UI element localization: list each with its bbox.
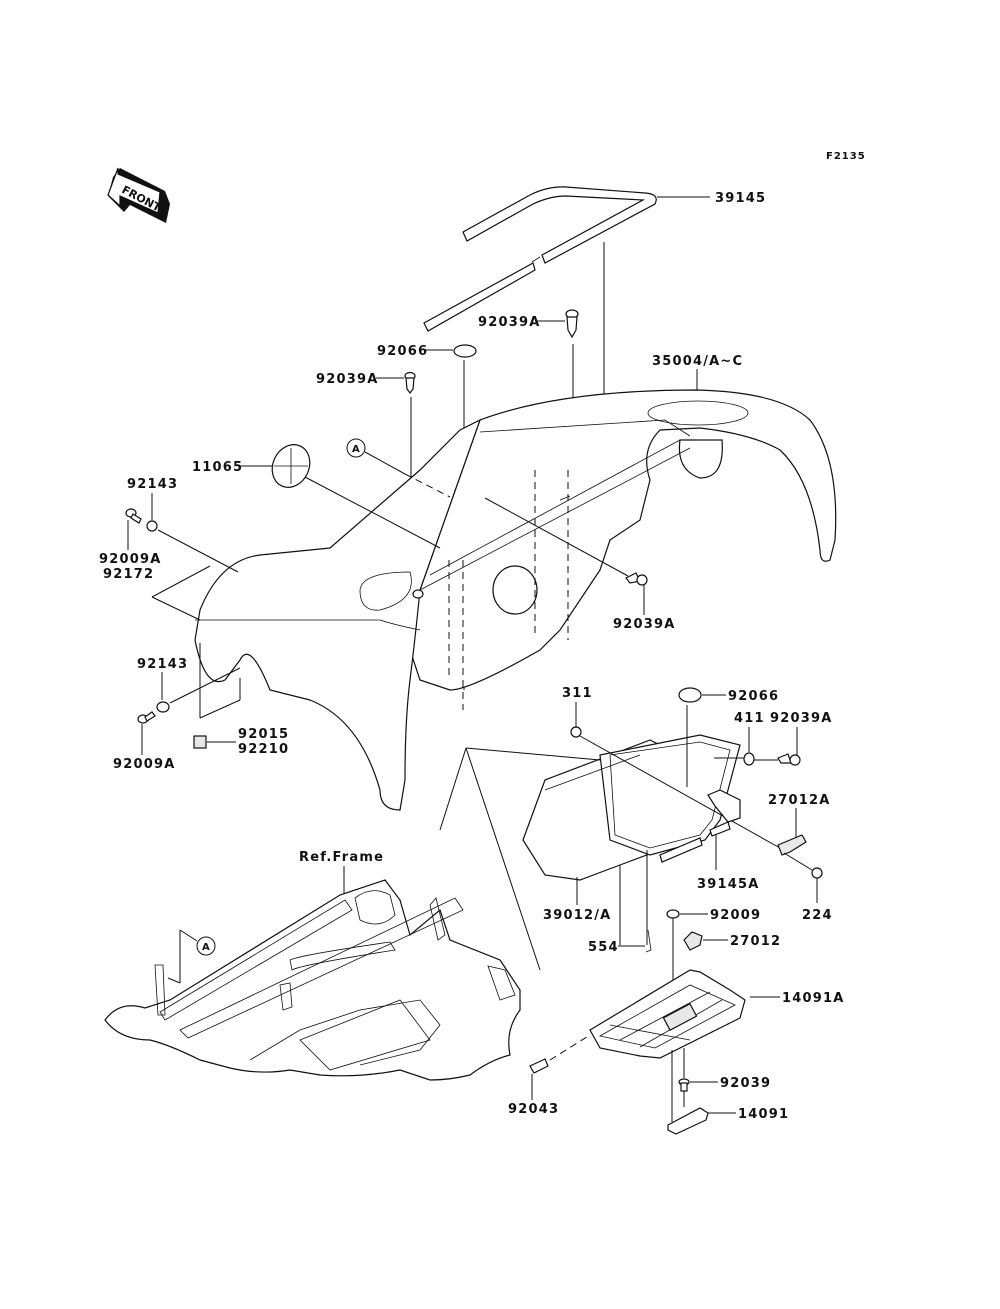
part-92066-plug-right	[678, 687, 702, 703]
part-411-grommet	[743, 752, 755, 766]
part-92143-washer-top	[146, 520, 158, 532]
part-14091A-lid	[589, 969, 746, 1059]
part-92009A-bolt-top	[125, 508, 142, 524]
reference-marker-a-bottom-label: A	[202, 942, 211, 953]
part-27012A-latch	[777, 834, 807, 856]
ref-frame-label: Ref.Frame	[299, 850, 384, 865]
label-92043: 92043	[508, 1102, 559, 1117]
label-92143-top: 92143	[127, 477, 178, 492]
part-front-fender-left	[194, 418, 482, 811]
part-92039-rivet	[678, 1078, 690, 1107]
label-311: 311	[562, 686, 593, 701]
label-92143-bottom: 92143	[137, 657, 188, 672]
part-39145A-seal	[659, 789, 741, 863]
label-14091A: 14091A	[782, 991, 845, 1006]
label-27012: 27012	[730, 934, 781, 949]
label-411: 411	[734, 711, 765, 726]
label-92039A-top: 92039A	[478, 315, 541, 330]
part-92039A-clip-mid	[625, 572, 648, 586]
part-35004-rear-fender	[409, 389, 837, 691]
reference-marker-a-top-label: A	[352, 444, 361, 455]
label-27012A: 27012A	[768, 793, 831, 808]
label-92210: 92210	[238, 742, 289, 757]
part-11065-grommet	[271, 444, 311, 488]
part-92039A-clip-left	[404, 371, 416, 394]
part-554-cotter-pin	[645, 929, 652, 953]
part-39145-trim-strip	[423, 186, 657, 332]
label-11065: 11065	[192, 460, 243, 475]
frame-reference-drawing	[104, 879, 521, 1081]
reference-marker-a-top	[346, 438, 366, 458]
part-92009A-bolt-bottom	[137, 711, 156, 724]
label-92039A-left: 92039A	[316, 372, 379, 387]
part-92009-bolt	[666, 909, 680, 919]
reference-marker-a-bottom	[196, 936, 216, 956]
part-14091-hinge	[667, 1107, 709, 1135]
label-39145A: 39145A	[697, 877, 760, 892]
label-14091: 14091	[738, 1107, 789, 1122]
part-27012-latch	[683, 931, 703, 951]
part-311-nut	[570, 726, 582, 738]
label-92009A-bottom: 92009A	[113, 757, 176, 772]
label-92066-top: 92066	[377, 344, 428, 359]
label-92066-right: 92066	[728, 689, 779, 704]
label-92039: 92039	[720, 1076, 771, 1091]
label-35004: 35004/A~C	[652, 354, 743, 369]
part-39012-storage-box	[522, 734, 741, 881]
label-39145: 39145	[715, 191, 766, 206]
part-92015-nut	[193, 735, 207, 749]
front-arrow-icon: FRONT	[107, 167, 170, 223]
part-92043-pin	[529, 1058, 549, 1074]
label-554: 554	[588, 940, 619, 955]
label-92015: 92015	[238, 727, 289, 742]
label-92009A-top: 92009A	[99, 552, 162, 567]
part-224-screw	[811, 867, 823, 879]
label-92009: 92009	[710, 908, 761, 923]
label-39012: 39012/A	[543, 908, 611, 923]
part-92039A-clip	[565, 309, 579, 339]
label-92039A-mid: 92039A	[613, 617, 676, 632]
label-92172: 92172	[103, 567, 154, 582]
label-92039A-right: 92039A	[770, 711, 833, 726]
part-92066-plug	[453, 344, 477, 358]
figure-id: F2135	[826, 151, 866, 162]
label-224: 224	[802, 908, 833, 923]
part-92039A-clip-right	[777, 753, 801, 766]
part-92143-washer-bottom	[156, 701, 170, 713]
